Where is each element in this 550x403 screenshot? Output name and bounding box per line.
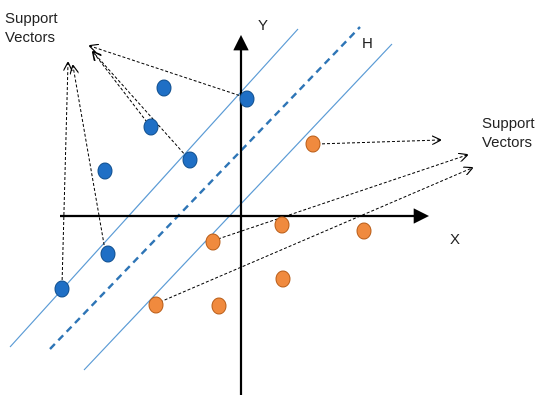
point-b6: [143, 118, 159, 136]
blue-class-points: [54, 79, 255, 298]
arrow-b5-left: [93, 52, 188, 158]
hyperplane-label: H: [362, 35, 373, 52]
point-o7: [356, 222, 372, 240]
support-vectors-right-line2: Vectors: [482, 134, 533, 151]
x-axis-label: X: [450, 231, 461, 248]
point-o1: [305, 135, 321, 153]
arrow-b4-left: [73, 66, 106, 251]
y-axis-label: Y: [258, 17, 269, 34]
hyperplane-line: [49, 26, 361, 350]
support-vectors-label-left: Support Vectors: [5, 9, 58, 47]
support-vectors-label-right: Support Vectors: [482, 114, 535, 152]
point-b2: [97, 162, 113, 180]
point-b7: [239, 90, 255, 108]
point-o6: [275, 270, 291, 288]
point-b1: [54, 280, 70, 298]
margin-line-lower: [83, 43, 393, 371]
point-b5: [182, 151, 198, 169]
support-vector-arrows: [61, 46, 472, 303]
point-b4: [100, 245, 116, 263]
point-o5: [211, 297, 227, 315]
support-vectors-left-line2: Vectors: [5, 29, 56, 46]
arrow-o2-right: [217, 155, 467, 240]
point-o4: [148, 296, 164, 314]
arrow-b7-left: [90, 46, 245, 98]
point-b3: [156, 79, 172, 97]
support-vectors-right-line1: Support: [482, 115, 535, 132]
arrow-b1-left: [61, 63, 68, 286]
arrow-o4-right: [159, 168, 472, 303]
orange-class-points: [148, 135, 372, 315]
arrow-b6-left: [93, 52, 151, 127]
arrow-o1-right: [316, 140, 440, 144]
point-o3: [274, 216, 290, 234]
support-vectors-left-line1: Support: [5, 10, 58, 27]
point-o2: [205, 233, 221, 251]
